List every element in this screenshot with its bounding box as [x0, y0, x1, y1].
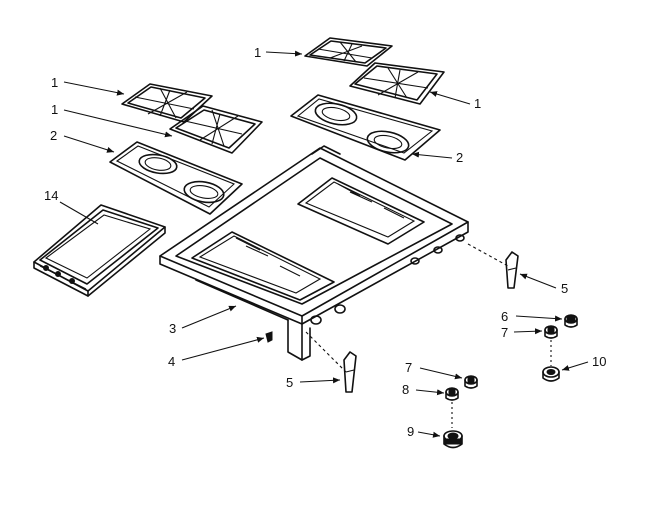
cooktop-frame	[159, 145, 469, 361]
callout-screw: 4	[168, 354, 175, 369]
burner-grate-left-a	[121, 83, 213, 123]
knob-7-left	[464, 375, 478, 389]
callout-frame: 3	[169, 321, 176, 336]
callout-grate-left-a: 1	[51, 75, 58, 90]
knob-7-right	[544, 325, 558, 366]
bracket-left	[305, 331, 357, 393]
callout-bracket-left: 5	[286, 375, 293, 390]
burner-plate-left	[109, 141, 243, 215]
burner-grate-left-b	[169, 105, 263, 154]
callout-foot: 10	[592, 354, 606, 369]
knob-6	[564, 314, 578, 328]
callout-knob-left-lower: 8	[402, 382, 409, 397]
callout-knob-right-lower: 7	[501, 325, 508, 340]
foot-10	[542, 366, 560, 382]
knob-8	[445, 387, 459, 428]
callout-grate-top-right-b: 1	[474, 96, 481, 111]
callout-griddle: 14	[44, 188, 58, 203]
screw	[265, 331, 273, 343]
callout-grate-left-b: 1	[51, 102, 58, 117]
bracket-right	[467, 243, 519, 289]
callout-grate-top-right-a: 1	[254, 45, 261, 60]
leader-lines	[59, 50, 589, 438]
griddle	[33, 204, 166, 297]
burner-grate-top-right-b	[349, 62, 445, 105]
callout-knob-large: 9	[407, 424, 414, 439]
callout-burner-plate-left: 2	[50, 128, 57, 143]
burner-plate-right	[290, 94, 441, 161]
knob-9	[443, 430, 463, 449]
callout-bracket-right: 5	[561, 281, 568, 296]
callout-knob-left-upper: 7	[405, 360, 412, 375]
callout-knob-right-upper: 6	[501, 309, 508, 324]
burner-grate-top-right-a	[304, 37, 393, 67]
callout-burner-plate-right: 2	[456, 150, 463, 165]
